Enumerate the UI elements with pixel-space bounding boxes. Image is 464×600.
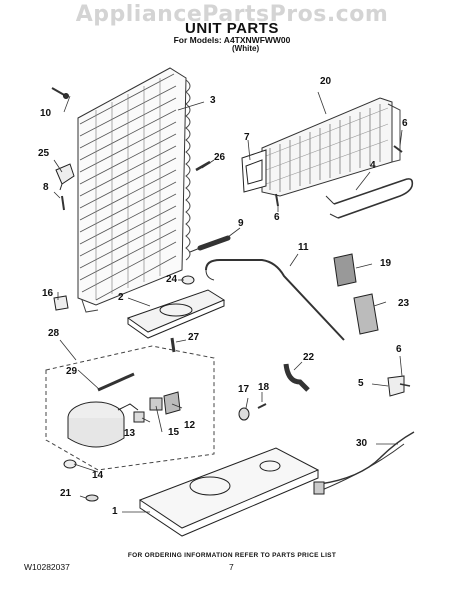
callout-10: 10 (40, 108, 52, 119)
pad-19[interactable] (333, 253, 357, 287)
evaporator-20[interactable] (261, 97, 401, 197)
callout-3: 3 (210, 95, 216, 106)
callout-27: 27 (188, 332, 200, 343)
drier-9[interactable] (189, 235, 231, 253)
screw-10[interactable] (51, 87, 69, 99)
callout-6-bottom: 6 (396, 344, 402, 355)
callout-13: 13 (124, 428, 136, 439)
ordering-note: FOR ORDERING INFORMATION REFER TO PARTS … (127, 552, 337, 559)
callout-11: 11 (298, 242, 309, 253)
callout-30: 30 (356, 438, 368, 449)
heater-4[interactable] (325, 178, 414, 219)
callout-2: 2 (118, 292, 124, 303)
callout-22: 22 (303, 352, 315, 363)
callout-21: 21 (60, 488, 72, 499)
callout-28: 28 (48, 328, 60, 339)
models-color: (White) (232, 44, 260, 53)
callout-19: 19 (380, 258, 392, 269)
condenser-coil[interactable] (77, 67, 191, 313)
clip-21[interactable] (85, 494, 99, 502)
page-number: 7 (229, 562, 234, 572)
callout-4: 4 (370, 160, 376, 171)
drain-pan-2[interactable] (126, 289, 226, 339)
callout-25: 25 (38, 148, 50, 159)
base-plate-1[interactable] (138, 447, 320, 537)
cover-12[interactable] (163, 391, 181, 415)
callout-5: 5 (358, 378, 364, 389)
screw-8[interactable] (61, 195, 65, 211)
callout-1: 1 (112, 506, 118, 517)
callout-6-top: 6 (402, 118, 408, 129)
document-id: W10282037 (24, 562, 70, 572)
callout-20: 20 (320, 76, 332, 87)
compressor-kit-28[interactable] (45, 345, 215, 471)
screw-6a[interactable] (393, 145, 403, 153)
tube-22[interactable] (283, 363, 310, 392)
pad-23[interactable] (353, 293, 379, 335)
relay-13[interactable] (133, 411, 145, 423)
callout-8: 8 (43, 182, 49, 193)
callout-29: 29 (66, 366, 78, 377)
compressor[interactable] (67, 401, 139, 448)
leader-lines (53, 91, 403, 513)
callout-14: 14 (92, 470, 104, 481)
tube-27[interactable] (170, 337, 176, 353)
callout-15: 15 (168, 427, 180, 438)
screw-6c[interactable] (399, 383, 411, 387)
models-line: For Models: A4TXNWFWW00 (173, 35, 291, 45)
callout-18: 18 (258, 382, 270, 393)
watermark: AppliancePartsPros.com (75, 2, 389, 27)
page-title: UNIT PARTS (185, 20, 279, 37)
fan-bracket-7[interactable] (241, 149, 267, 193)
callout-24: 24 (166, 274, 178, 285)
bracket-25[interactable] (55, 163, 75, 191)
grommet-17[interactable] (238, 407, 250, 421)
wiring-harness-30[interactable] (313, 431, 415, 495)
callout-17: 17 (238, 384, 250, 395)
clip-16[interactable] (53, 295, 69, 311)
callout-6-mid: 6 (274, 212, 280, 223)
callout-26: 26 (214, 152, 226, 163)
relay-29[interactable] (97, 372, 135, 392)
callout-12: 12 (184, 420, 196, 431)
screw-18[interactable] (257, 403, 267, 409)
callout-23: 23 (398, 298, 410, 309)
screw-26[interactable] (195, 160, 211, 172)
callout-16: 16 (42, 288, 54, 299)
callout-7: 7 (244, 132, 250, 143)
grommet-14[interactable] (63, 459, 77, 469)
callout-9: 9 (238, 218, 244, 229)
relay-15[interactable] (149, 397, 163, 411)
bracket-5[interactable] (387, 375, 405, 397)
drain-tube-11[interactable] (205, 259, 345, 341)
